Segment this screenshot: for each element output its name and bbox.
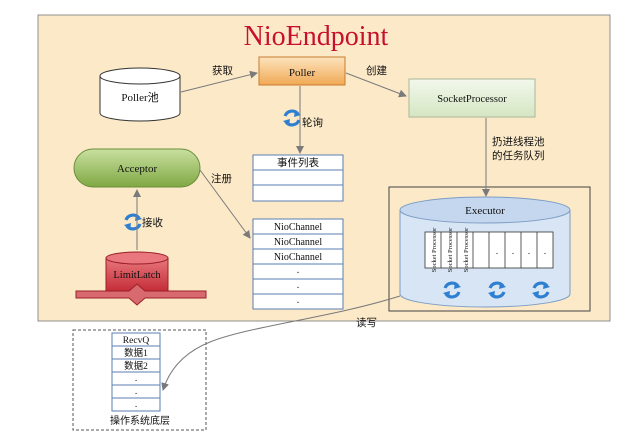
os-layer-frame <box>72 329 207 431</box>
edge-label-queue-2: 的任务队列 <box>492 149 545 162</box>
socket-processor-label: SocketProcessor <box>437 94 507 105</box>
recvq-item: RecvQ <box>123 336 150 346</box>
arrow-read-write <box>161 295 401 391</box>
event-list-header: 事件列表 <box>277 156 319 169</box>
limit-latch-label: LimitLatch <box>113 270 161 281</box>
channel-item: . <box>297 280 300 291</box>
endpoint-title: NioEndpoint <box>244 21 389 52</box>
acceptor-label: Acceptor <box>117 163 158 175</box>
recvq-item: . <box>135 400 137 410</box>
edge-label-receive: 接收 <box>142 216 163 229</box>
queue-cell-processor: Socket Processor <box>463 227 470 272</box>
socket-processor-box: SocketProcessor <box>408 78 536 118</box>
executor-label: Executor <box>465 205 505 217</box>
channel-item: NioChannel <box>274 222 323 233</box>
edge-label-register: 注册 <box>211 172 232 185</box>
arrows <box>133 70 490 391</box>
event-list: 事件列表 <box>252 154 344 202</box>
poller-label: Poller <box>289 67 316 79</box>
arrow-fetch <box>180 70 258 93</box>
poller-pool: Poller池 <box>99 67 181 122</box>
channel-list: NioChannel NioChannel NioChannel . . . <box>252 218 344 310</box>
queue-cell-processor: Socket Processor <box>431 227 438 272</box>
arrow-create <box>345 72 407 98</box>
executor-frame <box>388 186 591 312</box>
recvq-list: RecvQ 数据1 数据2 . . . <box>111 332 161 412</box>
channel-item: NioChannel <box>274 252 323 263</box>
arrow-register <box>199 169 251 239</box>
channel-item: . <box>297 265 300 276</box>
recvq-item: 数据1 <box>124 347 148 359</box>
queue-cell-processor: Socket Processor <box>447 227 454 272</box>
channel-item: . <box>297 295 300 306</box>
queue-cell-ellipsis: . <box>512 246 514 256</box>
executor-cylinder: Executor Socket Processor Socket Process… <box>399 196 571 308</box>
recvq-item: . <box>135 387 137 397</box>
queue-cell-ellipsis: . <box>496 246 498 256</box>
acceptor-box: Acceptor <box>73 148 201 188</box>
recvq-item: . <box>135 374 137 384</box>
channel-item: NioChannel <box>274 237 323 248</box>
poller-pool-label: Poller池 <box>121 91 158 104</box>
recvq-item: 数据2 <box>124 360 148 372</box>
os-layer-label: 操作系统底层 <box>110 414 170 427</box>
queue-cell-ellipsis: . <box>544 246 546 256</box>
edge-label-create: 创建 <box>366 64 387 77</box>
edge-label-poll: 轮询 <box>302 116 323 129</box>
poller-box: Poller <box>258 56 346 86</box>
edge-label-queue-1: 扔进线程池 <box>492 135 545 148</box>
limit-latch: LimitLatch <box>75 251 207 306</box>
edge-label-fetch: 获取 <box>212 65 233 77</box>
edge-label-read-write: 读写 <box>356 316 377 329</box>
queue-cell-ellipsis: . <box>528 246 530 256</box>
